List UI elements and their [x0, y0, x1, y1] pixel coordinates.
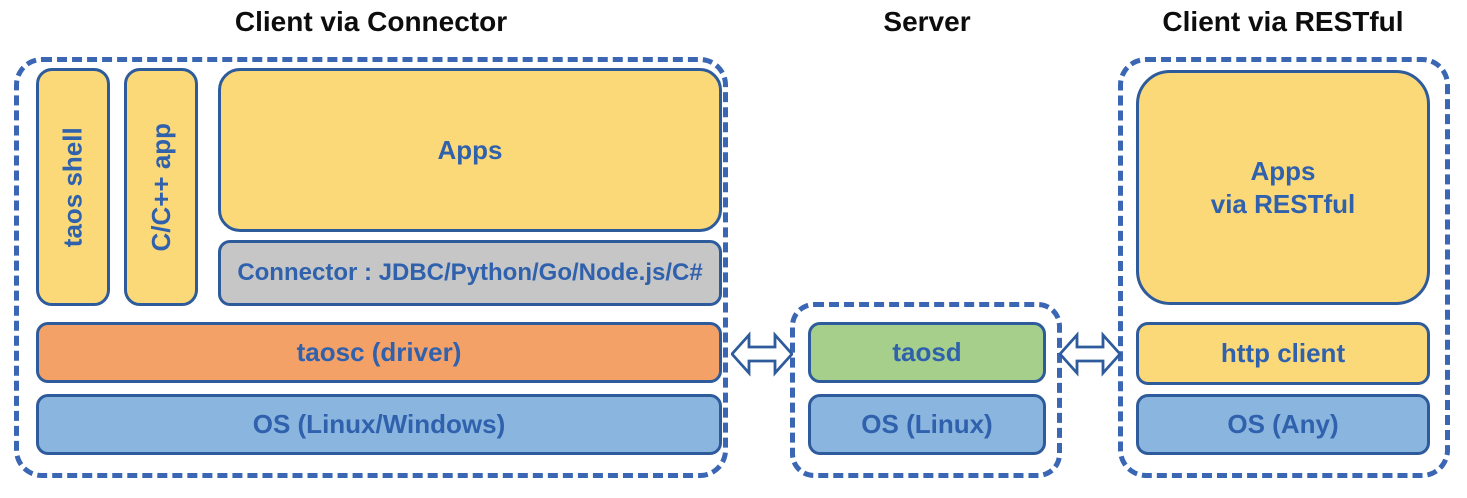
taos-shell-label: taos shell [57, 127, 88, 247]
connector-label: Connector : JDBC/Python/Go/Node.js/C# [237, 259, 703, 286]
box-cpp-app: C/C++ app [124, 68, 198, 306]
box-taosc-driver: taosc (driver) [36, 322, 722, 383]
box-connector: Connector : JDBC/Python/Go/Node.js/C# [218, 240, 722, 306]
double-arrow-server-restful-icon [1059, 331, 1121, 377]
http-client-label: http client [1220, 338, 1346, 369]
taosd-label: taosd [892, 337, 962, 368]
box-apps: Apps [218, 68, 722, 232]
os-any-label: OS (Any) [1227, 409, 1339, 440]
box-taos-shell: taos shell [36, 68, 110, 306]
box-taosd: taosd [808, 322, 1046, 383]
section-title-client-connector: Client via Connector [234, 6, 508, 37]
container-client-via-connector [14, 57, 728, 478]
double-arrow-client-server-icon [731, 331, 793, 377]
apps-restful-label-line2: via RESTful [1210, 188, 1356, 219]
box-os-any: OS (Any) [1136, 394, 1430, 455]
box-os-linux-windows: OS (Linux/Windows) [36, 394, 722, 455]
box-http-client: http client [1136, 322, 1430, 385]
box-os-linux: OS (Linux) [808, 394, 1046, 455]
cpp-app-label: C/C++ app [145, 122, 176, 252]
box-apps-via-restful: Apps via RESTful [1136, 70, 1430, 305]
container-server [790, 302, 1062, 478]
taosc-driver-label: taosc (driver) [296, 337, 462, 368]
apps-restful-label-line1: Apps [1250, 156, 1316, 186]
os-linux-windows-label: OS (Linux/Windows) [252, 409, 506, 440]
section-title-client-restful: Client via RESTful [1162, 6, 1404, 37]
apps-label: Apps [437, 134, 503, 165]
section-title-server: Server [883, 6, 971, 37]
container-client-via-restful [1118, 57, 1450, 478]
os-linux-label: OS (Linux) [861, 409, 993, 440]
